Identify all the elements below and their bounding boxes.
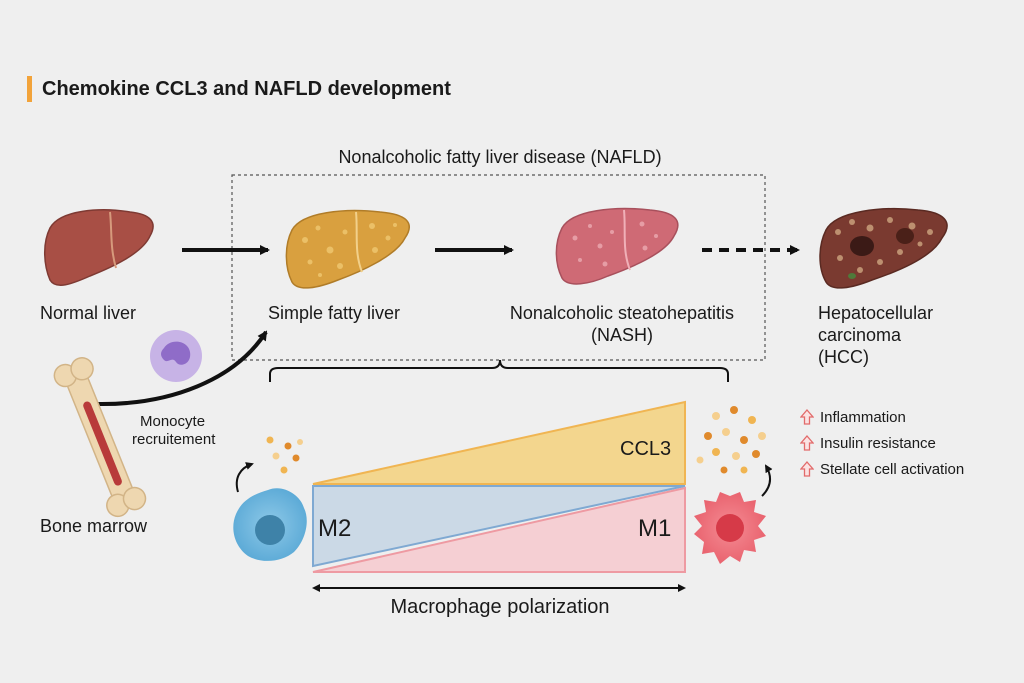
normal-liver-label: Normal liver bbox=[40, 303, 137, 323]
monocyte-label-line1: Monocyte bbox=[140, 413, 206, 430]
m2-triangle bbox=[312, 485, 686, 568]
effect-label: Inflammation bbox=[820, 408, 906, 426]
m2-cytokine-dots bbox=[266, 436, 303, 474]
nafld-box bbox=[231, 174, 766, 361]
m1-label: M1 bbox=[638, 515, 672, 542]
m2-label: M2 bbox=[318, 515, 352, 542]
ccl3-triangle bbox=[312, 400, 686, 485]
title-accent-bar bbox=[27, 76, 32, 102]
effect-item: Insulin resistance bbox=[800, 430, 964, 456]
macrophage-polarization-label: Macrophage polarization bbox=[390, 596, 610, 618]
ccl3-label: CCL3 bbox=[620, 438, 672, 460]
effect-item: Inflammation bbox=[800, 404, 964, 430]
monocyte-recruitment-arrow bbox=[97, 330, 268, 407]
nafld-label: Nonalcoholic fatty liver disease (NAFLD) bbox=[338, 147, 662, 167]
effects-list: Inflammation Insulin resistance Stellate… bbox=[800, 404, 964, 482]
nash-liver-icon bbox=[555, 207, 679, 285]
bone-marrow-label: Bone marrow bbox=[40, 516, 148, 536]
effect-label: Stellate cell activation bbox=[820, 460, 965, 478]
nash-label-line1: Nonalcoholic steatohepatitis bbox=[509, 303, 735, 323]
up-arrow-icon bbox=[800, 409, 814, 425]
hcc-label-line1: Hepatocellular bbox=[818, 303, 934, 323]
normal-liver-icon bbox=[44, 209, 154, 286]
m1-secretion-arrow bbox=[761, 464, 773, 497]
up-arrow-icon bbox=[800, 461, 814, 477]
simple-fatty-liver-label: Simple fatty liver bbox=[268, 303, 401, 323]
effect-label: Insulin resistance bbox=[820, 434, 936, 452]
m2-macrophage-icon bbox=[233, 488, 307, 561]
nafld-brace bbox=[269, 359, 729, 382]
effect-item: Stellate cell activation bbox=[800, 456, 964, 482]
monocyte-icon bbox=[150, 330, 202, 382]
page-title: Chemokine CCL3 and NAFLD development bbox=[42, 78, 451, 100]
m2-secretion-arrow bbox=[235, 462, 254, 493]
hcc-liver-icon bbox=[819, 207, 948, 289]
nash-label-line2: (NASH) bbox=[591, 325, 653, 345]
m1-triangle bbox=[312, 486, 686, 573]
bone-marrow-icon bbox=[53, 357, 147, 518]
fatty-liver-icon bbox=[285, 209, 410, 289]
monocyte-label-line2: recruitement bbox=[132, 431, 216, 448]
m1-macrophage-icon bbox=[694, 492, 766, 564]
m1-cytokine-dots bbox=[696, 406, 766, 474]
hcc-label-line3: (HCC) bbox=[818, 347, 869, 367]
hcc-label-line2: carcinoma bbox=[818, 325, 902, 345]
up-arrow-icon bbox=[800, 435, 814, 451]
